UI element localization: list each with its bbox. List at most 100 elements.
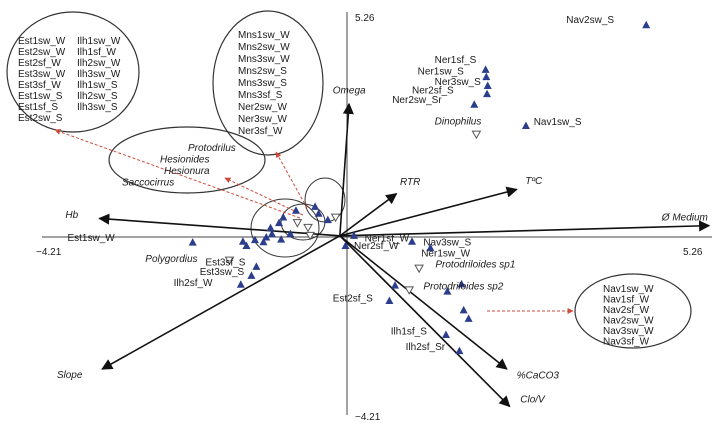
cluster-est-line: Ilh1sf_W bbox=[77, 47, 116, 58]
cluster-est-line: Ilh1sw_W bbox=[77, 36, 121, 47]
environmental-vectors bbox=[98, 102, 711, 408]
site-label-ner1sw-s: Ner1sw_S bbox=[418, 67, 464, 78]
cluster-taxa-line: Protodrilus bbox=[188, 143, 236, 154]
cluster-taxa-ellipse bbox=[108, 126, 266, 194]
centroid-ellipse-a bbox=[250, 198, 320, 258]
site-marker-ner2sf-s bbox=[483, 89, 492, 98]
site-marker-unlabeled-37 bbox=[286, 229, 295, 238]
site-label-ner2sf-w: Ner2sf_W bbox=[354, 241, 399, 252]
y-max-tick-label: 5.26 bbox=[355, 13, 375, 24]
site-marker-ilh1sf-s bbox=[441, 330, 450, 338]
x-min-tick-label: −4.21 bbox=[36, 247, 62, 258]
point-labels: Ø MediumTºCRTROmegaHbSlope%CaCO3Clo/VNav… bbox=[57, 15, 708, 406]
x-max-tick-label: 5.26 bbox=[683, 247, 703, 258]
cluster-mns-line: Mns3sf_S bbox=[238, 90, 283, 101]
site-markers bbox=[188, 20, 651, 355]
link-arrow-est bbox=[54, 129, 301, 219]
cluster-est-line: Est3sw_W bbox=[18, 69, 66, 80]
cluster-nav-line: Nav1sf_W bbox=[603, 295, 650, 306]
cluster-mns-line: Mns3sw_W bbox=[238, 54, 290, 65]
site-label-ner1sw-w: Ner1sw_W bbox=[421, 248, 470, 259]
vector-label-medium: Ø Medium bbox=[661, 213, 708, 224]
vector-label-hb: Hb bbox=[65, 210, 78, 221]
site-marker-unlabeled-31 bbox=[262, 233, 271, 241]
site-label-ilh2sf-sr: Ilh2sf_Sr bbox=[406, 342, 446, 353]
site-marker-ner2sf-w bbox=[341, 241, 350, 250]
vector-arrow-t-c bbox=[339, 186, 518, 237]
cluster-est-line: Est2sf_W bbox=[18, 58, 61, 69]
taxon-marker-unlabeled-5 bbox=[303, 223, 313, 233]
link-arrow-mns bbox=[275, 151, 308, 209]
taxon-marker-unlabeled-4 bbox=[292, 219, 303, 228]
site-label-ner1sf-w: Ner1sf_W bbox=[365, 233, 410, 244]
site-marker-unlabeled-27 bbox=[279, 213, 288, 221]
taxon-marker-polygordius bbox=[224, 256, 235, 266]
taxon-label-protodriloides-sp1: Protodriloides sp1 bbox=[435, 259, 515, 270]
site-marker-unlabeled-28 bbox=[275, 218, 284, 227]
cluster-mns-line: Mns2sw_S bbox=[238, 66, 287, 77]
vector-arrow-caco3 bbox=[339, 235, 508, 370]
site-label-est2sf-s: Est2sf_S bbox=[333, 293, 373, 304]
cluster-nav-line: Nav2sf_W bbox=[603, 305, 650, 316]
site-marker-unlabeled-22 bbox=[391, 281, 400, 289]
site-marker-unlabeled-36 bbox=[277, 235, 286, 243]
site-marker-unlabeled-26 bbox=[323, 215, 332, 224]
site-marker-nav1sw-s bbox=[521, 121, 530, 130]
vector-label-omega: Omega bbox=[333, 85, 366, 96]
cluster-est-line: Est1sf_S bbox=[18, 102, 58, 113]
cluster-nav-line: Nav3sw_W bbox=[603, 326, 654, 337]
site-marker-ner1sw-s bbox=[482, 72, 491, 81]
site-label-nav3sw-s: Nav3sw_S bbox=[423, 238, 471, 249]
site-marker-unlabeled-30 bbox=[267, 229, 276, 238]
site-marker-ilh2sf-w bbox=[236, 280, 245, 288]
cluster-nav-line: Nav3sf_W bbox=[603, 337, 650, 348]
cluster-est-line: Ilh2sw_W bbox=[77, 58, 121, 69]
cluster-est-line: Ilh3sw_S bbox=[77, 102, 118, 113]
taxon-label-dinophilus: Dinophilus bbox=[435, 116, 482, 127]
vector-arrow-clo-v bbox=[339, 235, 511, 408]
cluster-nav-line: Nav2sw_W bbox=[603, 316, 654, 327]
site-marker-unlabeled-25 bbox=[314, 209, 323, 217]
cluster-mns-line: Ner2sw_W bbox=[238, 102, 287, 113]
vector-label-t-c: TºC bbox=[525, 176, 543, 187]
site-label-ner2sf-s: Ner2sf_S bbox=[412, 85, 454, 96]
cluster-taxa-line: Saccocirrus bbox=[122, 178, 174, 189]
site-marker-ner1sf-w bbox=[350, 231, 359, 239]
vector-arrow-medium bbox=[339, 220, 711, 237]
cluster-est-line: Est1sw_W bbox=[18, 36, 66, 47]
site-label-ner2sw-sr: Ner2sw_Sr bbox=[392, 95, 442, 106]
cluster-est-line: Est2sw_S bbox=[18, 113, 63, 124]
cluster-est-line: Ilh2sw_S bbox=[77, 91, 118, 102]
taxon-marker-protodriloides-sp1 bbox=[414, 264, 424, 274]
vector-arrow-rtr bbox=[339, 193, 398, 237]
site-marker-ner3sw-s bbox=[483, 81, 492, 90]
site-marker-unlabeled-24 bbox=[311, 202, 320, 210]
site-marker-ner1sw-w bbox=[426, 243, 435, 252]
cluster-mns-line: Mns2sw_W bbox=[238, 42, 290, 53]
site-marker-unlabeled-19 bbox=[459, 305, 468, 314]
site-marker-unlabeled-34 bbox=[238, 237, 247, 245]
site-label-est3sw-s: Est3sw_S bbox=[200, 267, 245, 278]
cluster-est-line: Est1sw_S bbox=[18, 91, 63, 102]
vector-label-clo-v: Clo/V bbox=[520, 395, 546, 406]
taxon-marker-dinophilus bbox=[471, 130, 482, 140]
site-marker-est3sw-s bbox=[247, 271, 256, 279]
site-marker-nav2sw-s bbox=[642, 20, 651, 29]
site-label-est3sf-s: Est3sf_S bbox=[205, 258, 245, 269]
vector-label-slope: Slope bbox=[57, 370, 83, 381]
taxon-label-protodriloides-sp2: Protodriloides sp2 bbox=[423, 281, 503, 292]
vector-label-rtr: RTR bbox=[400, 177, 420, 188]
vector-arrow-hb bbox=[98, 213, 340, 237]
site-marker-ner2sw-sr bbox=[470, 100, 479, 108]
site-label-ner1sf-s: Ner1sf_S bbox=[435, 55, 477, 66]
site-marker-unlabeled-33 bbox=[250, 235, 259, 244]
cluster-est-line: Ilh1sw_S bbox=[77, 80, 118, 91]
cluster-mns-ellipse bbox=[212, 10, 324, 156]
site-marker-unlabeled-21 bbox=[443, 287, 452, 295]
cluster-taxa-line: Hesionides bbox=[160, 155, 209, 166]
site-label-nav1sw-s: Nav1sw_S bbox=[534, 117, 582, 128]
